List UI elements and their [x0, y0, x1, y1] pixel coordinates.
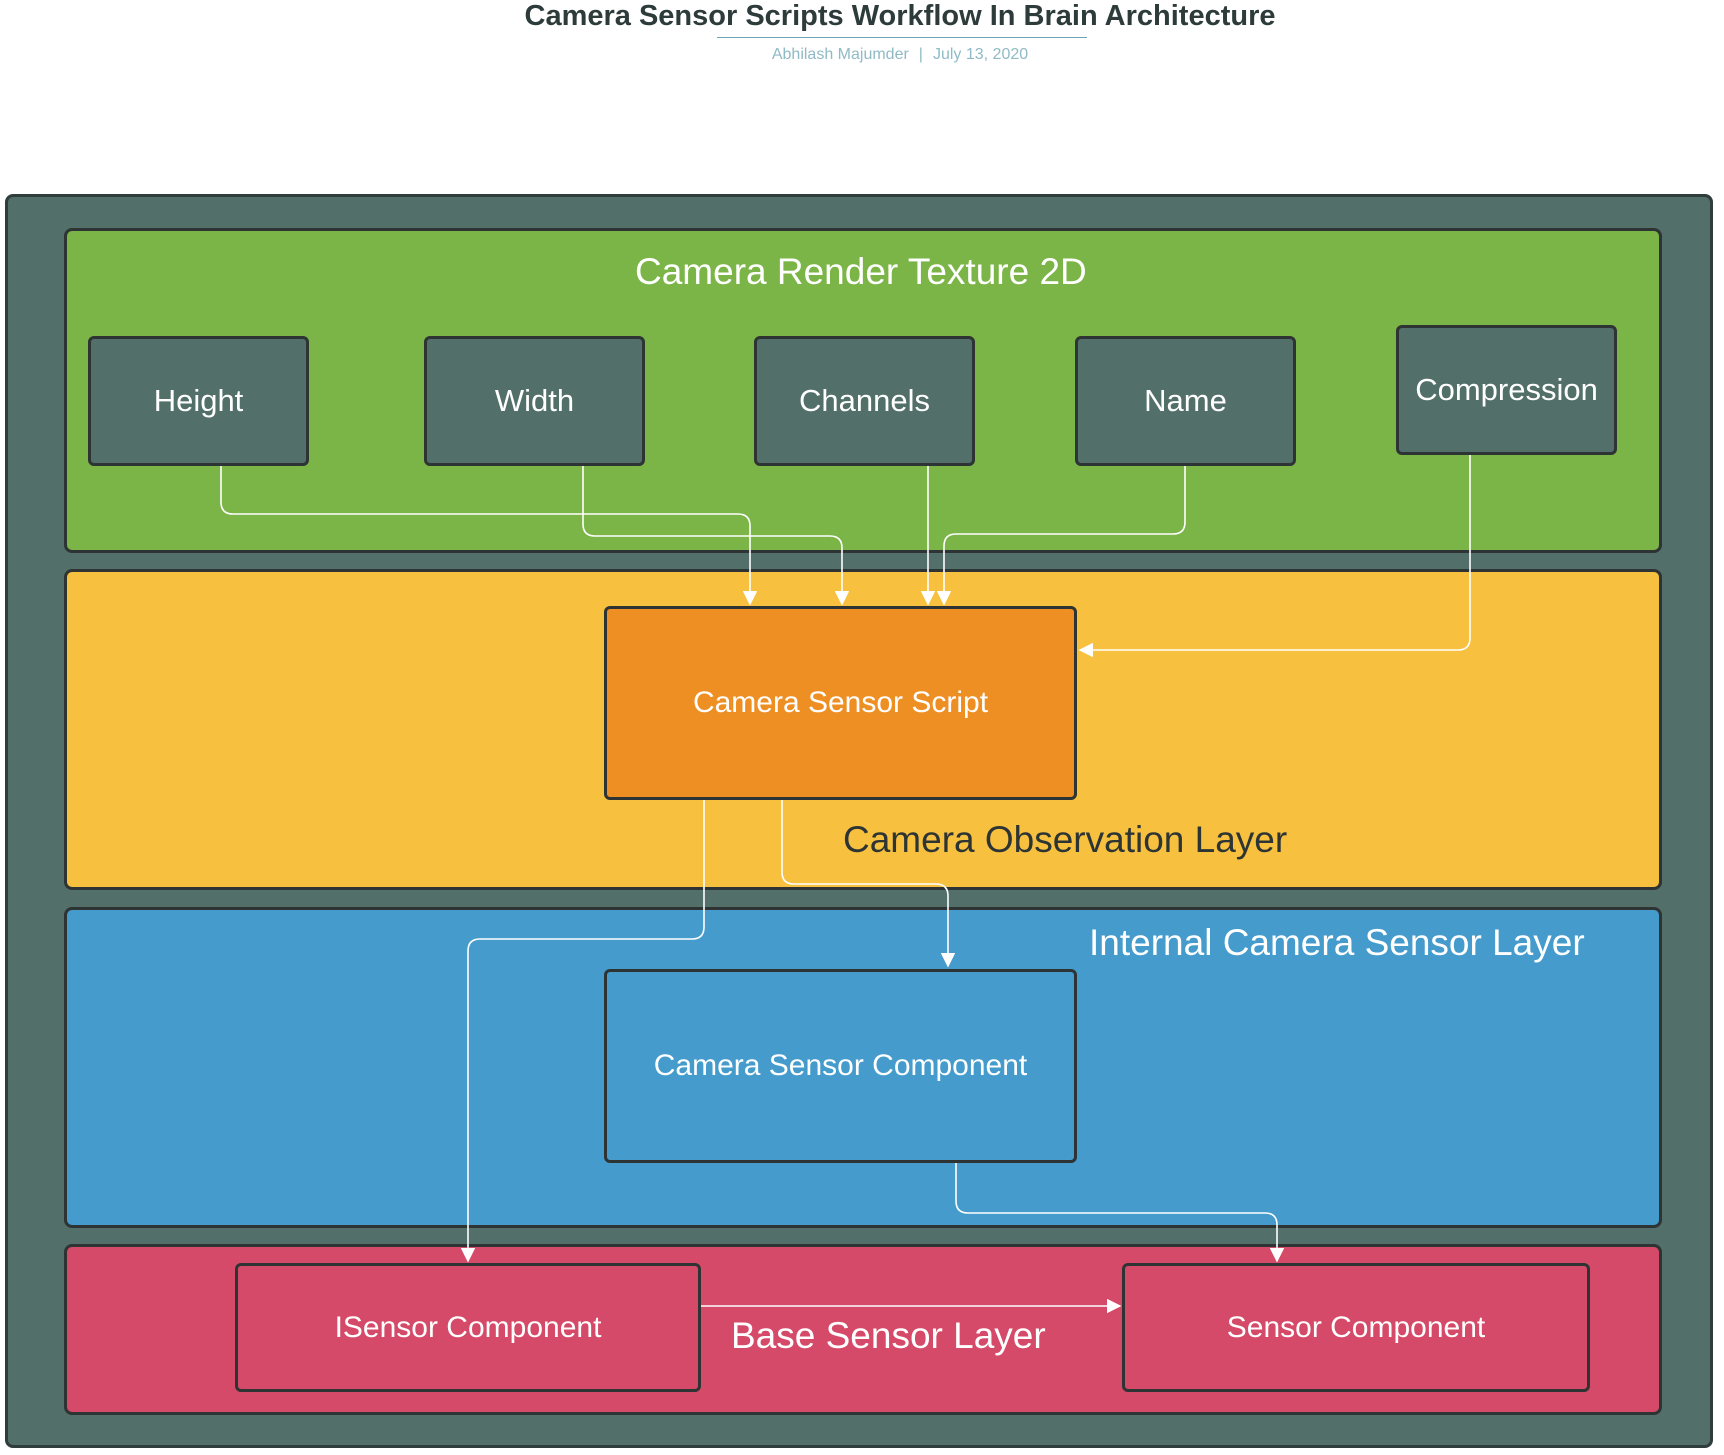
node-camera-sensor-component[interactable]: Camera Sensor Component	[604, 969, 1077, 1163]
node-compression[interactable]: Compression	[1396, 325, 1617, 455]
byline-separator: |	[918, 46, 923, 63]
node-channels-label: Channels	[799, 383, 930, 418]
layer-render-texture-title: Camera Render Texture 2D	[635, 251, 1087, 292]
node-name[interactable]: Name	[1075, 336, 1296, 466]
diagram-title: Camera Sensor Scripts Workflow In Brain …	[524, 0, 1276, 32]
node-height[interactable]: Height	[88, 336, 309, 466]
layer-camera-observation-title: Camera Observation Layer	[843, 819, 1288, 860]
node-width-label: Width	[494, 383, 575, 418]
publish-date: July 13, 2020	[932, 46, 1029, 63]
node-camera-sensor-script[interactable]: Camera Sensor Script	[604, 606, 1077, 800]
node-camera-sensor-component-label: Camera Sensor Component	[653, 1049, 1028, 1082]
layer-internal-camera-sensor-title: Internal Camera Sensor Layer	[1089, 922, 1585, 963]
layer-base-sensor-title: Base Sensor Layer	[731, 1315, 1046, 1356]
node-width[interactable]: Width	[424, 336, 645, 466]
node-sensor-component[interactable]: Sensor Component	[1122, 1263, 1590, 1392]
diagram-byline: Abhilash Majumder | July 13, 2020	[0, 44, 1724, 66]
node-height-label: Height	[153, 383, 244, 418]
author-name: Abhilash Majumder	[771, 46, 909, 63]
node-sensor-component-label: Sensor Component	[1226, 1310, 1486, 1344]
node-compression-label: Compression	[1415, 372, 1598, 407]
node-isensor-component[interactable]: ISensor Component	[235, 1263, 701, 1392]
node-isensor-component-label: ISensor Component	[334, 1310, 602, 1344]
node-channels[interactable]: Channels	[754, 336, 975, 466]
title-underline	[717, 37, 1087, 38]
node-name-label: Name	[1144, 383, 1227, 418]
node-camera-sensor-script-label: Camera Sensor Script	[692, 686, 989, 719]
